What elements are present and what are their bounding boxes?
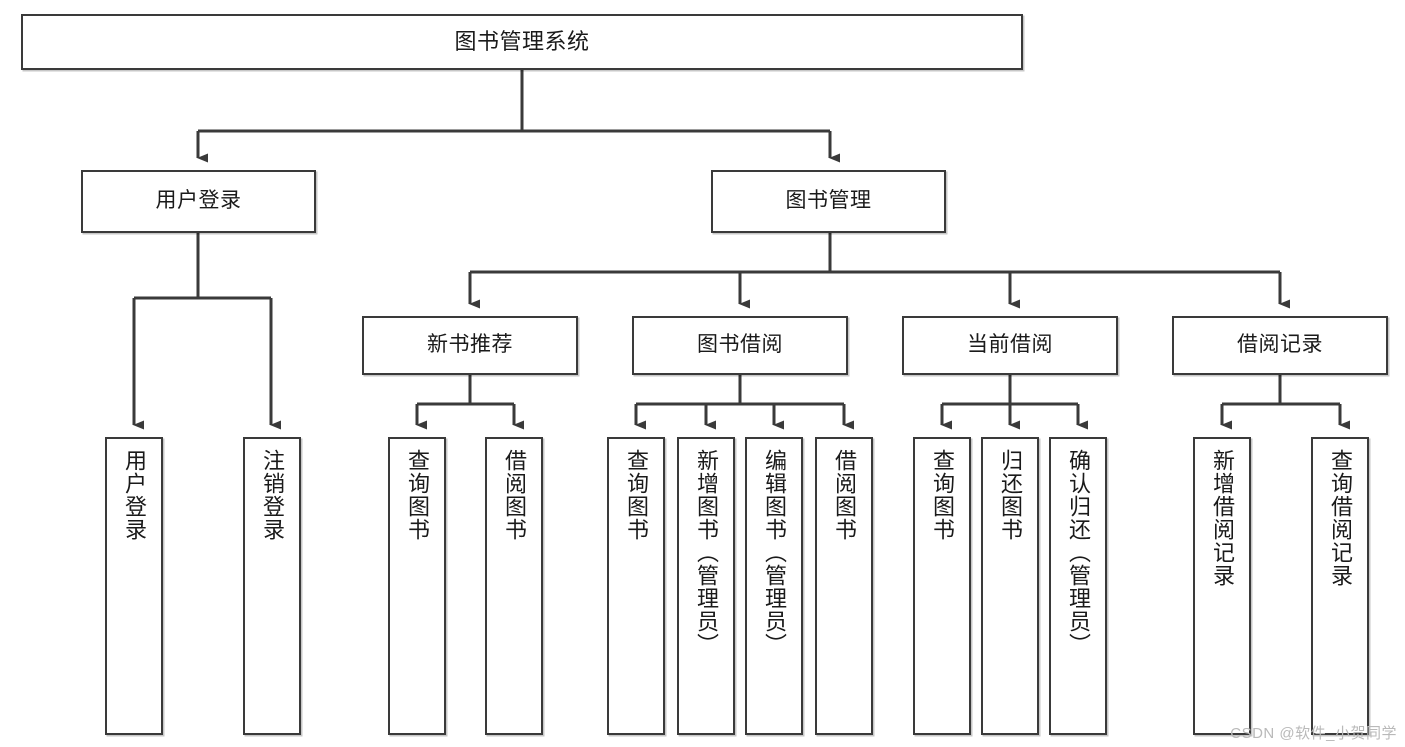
node-label: 当前借阅 bbox=[967, 333, 1053, 357]
leaf-current-confirm-return-admin[interactable]: 确认归还（管理员） bbox=[1049, 437, 1107, 735]
node-label: 借阅图书 bbox=[831, 449, 857, 541]
leaf-user-login-logout[interactable]: 注销登录 bbox=[243, 437, 301, 735]
node-label: 查询图书 bbox=[929, 449, 955, 541]
leaf-current-return-books[interactable]: 归还图书 bbox=[981, 437, 1039, 735]
node-label: 用户登录 bbox=[121, 449, 147, 541]
node-label: 编辑图书（管理员） bbox=[761, 449, 787, 656]
csdn-watermark: CSDN @软件_小贺同学 bbox=[1230, 725, 1397, 742]
node-label: 查询借阅记录 bbox=[1327, 449, 1353, 587]
node-label: 借阅记录 bbox=[1237, 333, 1323, 357]
leaf-borrow-add-book-admin[interactable]: 新增图书（管理员） bbox=[677, 437, 735, 735]
node-label: 查询图书 bbox=[623, 449, 649, 541]
node-label: 图书管理系统 bbox=[454, 29, 590, 55]
node-label: 确认归还（管理员） bbox=[1065, 449, 1091, 656]
node-label: 注销登录 bbox=[259, 449, 285, 541]
leaf-record-query-borrow-record[interactable]: 查询借阅记录 bbox=[1311, 437, 1369, 735]
leaf-borrow-query-books[interactable]: 查询图书 bbox=[607, 437, 665, 735]
leaf-current-query-books[interactable]: 查询图书 bbox=[913, 437, 971, 735]
node-book-borrowing[interactable]: 图书借阅 bbox=[632, 316, 848, 375]
leaf-borrow-borrow-books[interactable]: 借阅图书 bbox=[815, 437, 873, 735]
leaf-user-login-login[interactable]: 用户登录 bbox=[105, 437, 163, 735]
leaf-new-book-query-books[interactable]: 查询图书 bbox=[388, 437, 446, 735]
node-user-login[interactable]: 用户登录 bbox=[81, 170, 316, 233]
node-label: 新书推荐 bbox=[427, 333, 513, 357]
node-label: 图书管理 bbox=[785, 189, 872, 213]
node-label: 新增借阅记录 bbox=[1209, 449, 1235, 587]
node-label: 新增图书（管理员） bbox=[693, 449, 719, 656]
node-label: 图书借阅 bbox=[697, 333, 783, 357]
node-root-book-management-system[interactable]: 图书管理系统 bbox=[21, 14, 1023, 70]
node-borrowing-records[interactable]: 借阅记录 bbox=[1172, 316, 1388, 375]
node-label: 查询图书 bbox=[404, 449, 430, 541]
leaf-borrow-edit-book-admin[interactable]: 编辑图书（管理员） bbox=[745, 437, 803, 735]
node-new-book-recommendation[interactable]: 新书推荐 bbox=[362, 316, 578, 375]
node-label: 归还图书 bbox=[997, 449, 1023, 541]
leaf-new-book-borrow-books[interactable]: 借阅图书 bbox=[485, 437, 543, 735]
node-book-management[interactable]: 图书管理 bbox=[711, 170, 946, 233]
node-current-borrowing[interactable]: 当前借阅 bbox=[902, 316, 1118, 375]
node-label: 借阅图书 bbox=[501, 449, 527, 541]
node-label: 用户登录 bbox=[155, 189, 242, 213]
leaf-record-add-borrow-record[interactable]: 新增借阅记录 bbox=[1193, 437, 1251, 735]
